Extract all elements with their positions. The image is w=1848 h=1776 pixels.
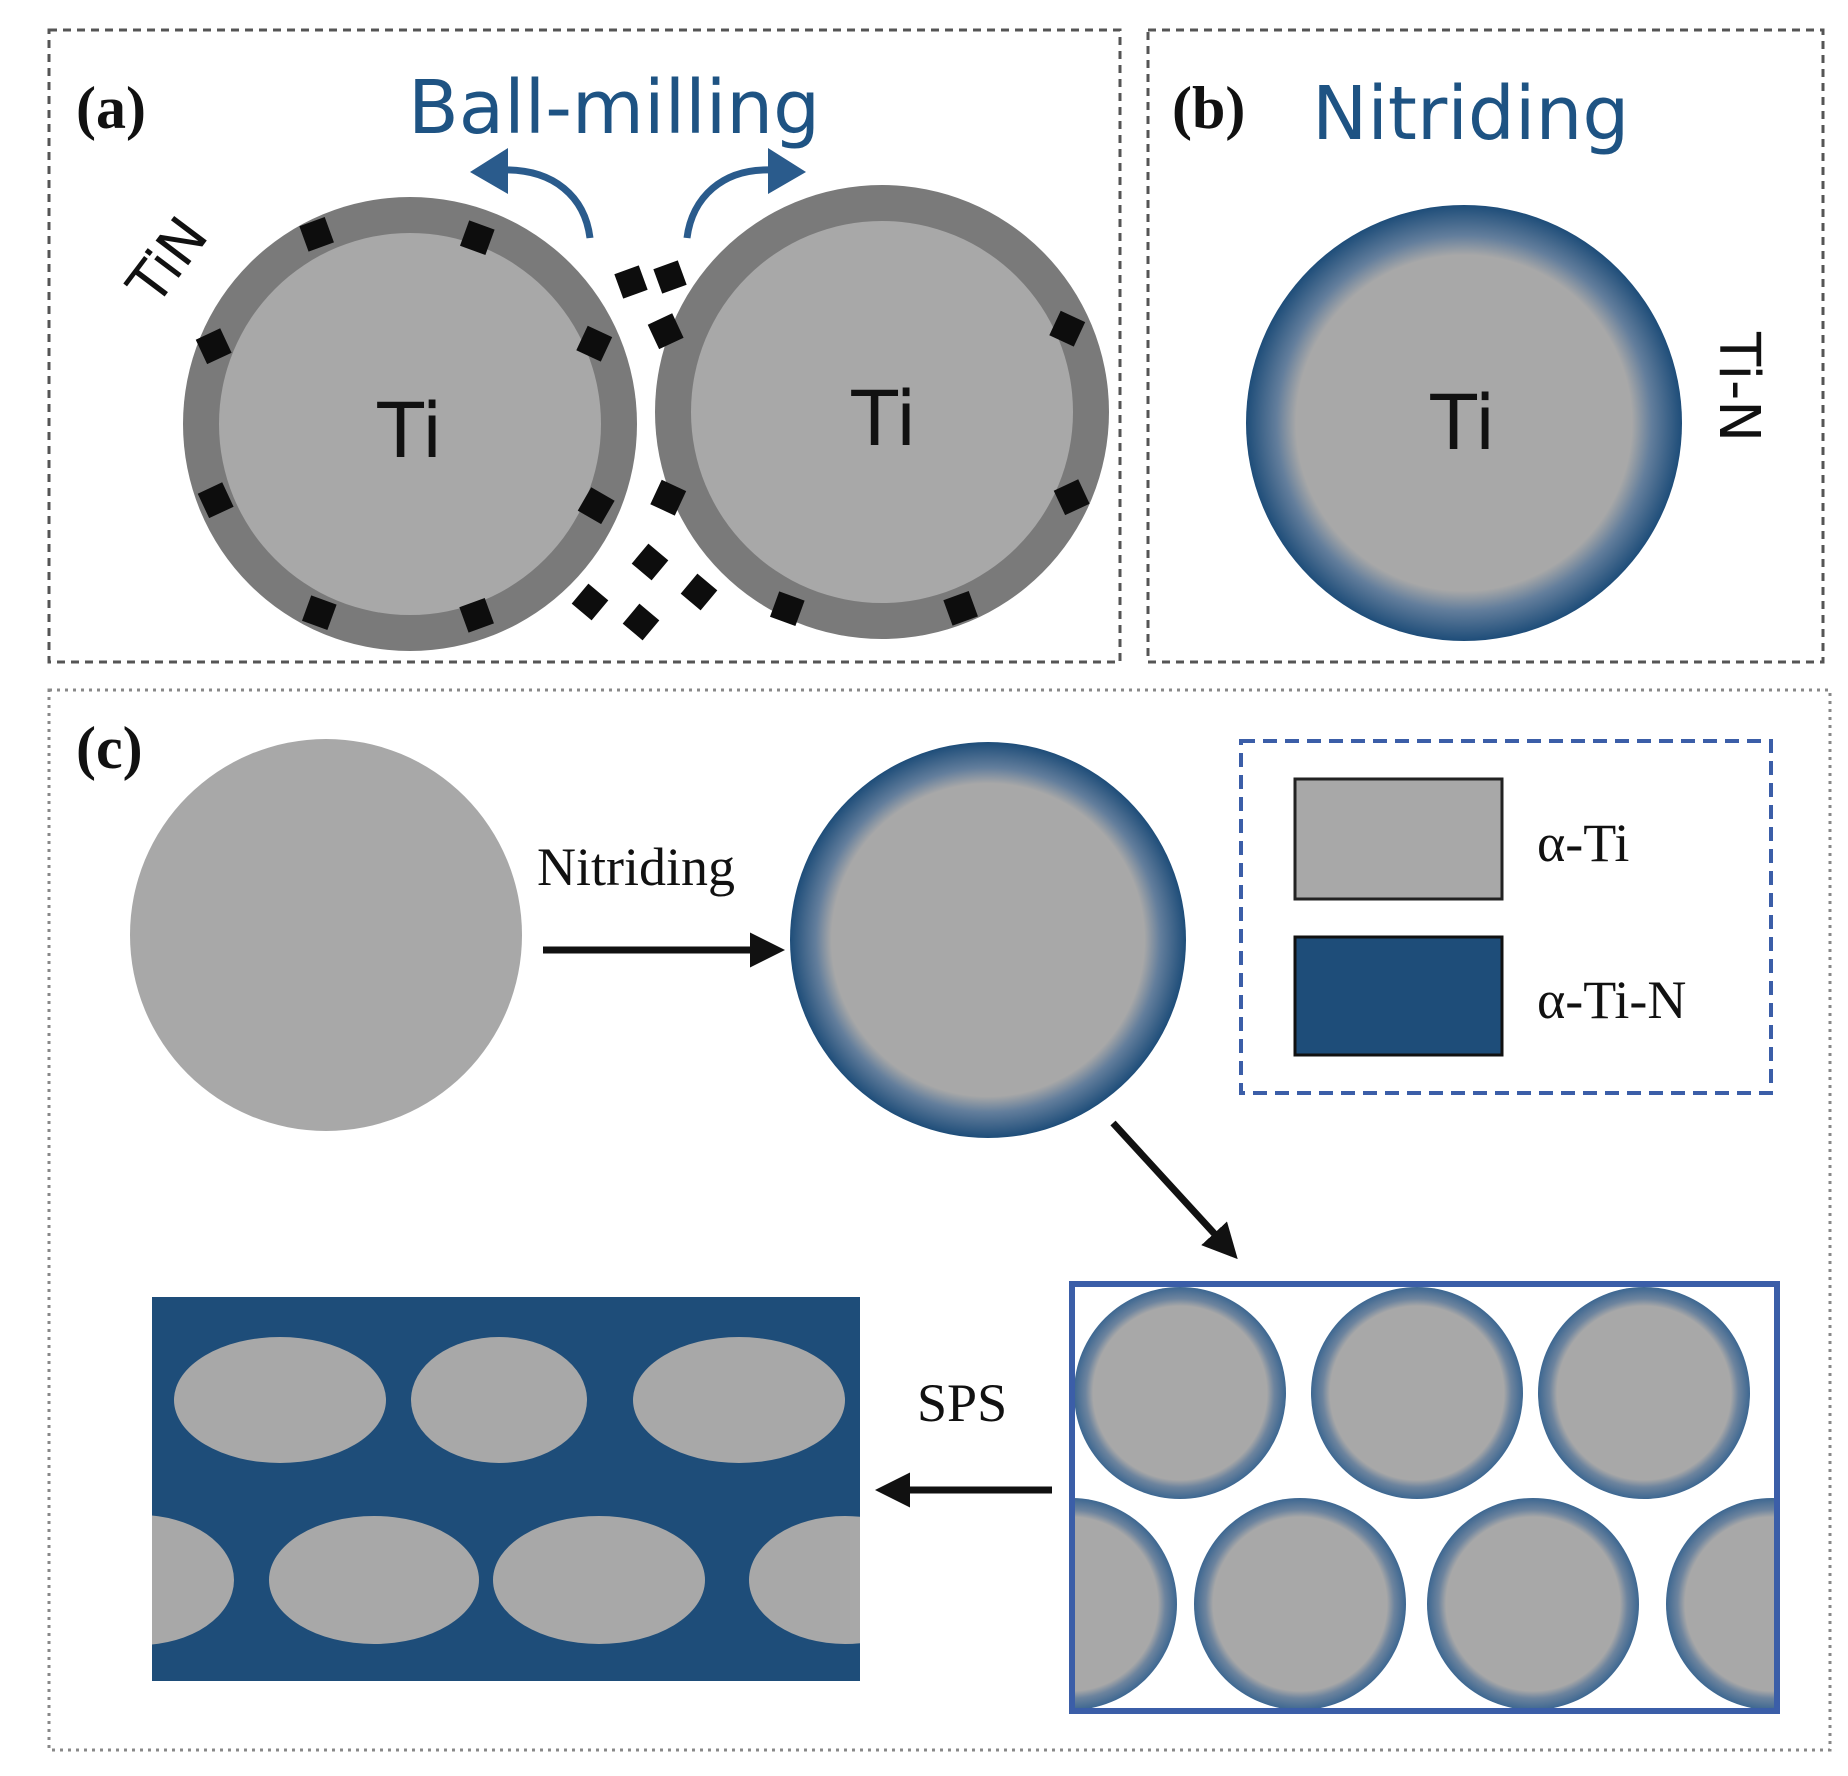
panel-a-frame [47,28,1122,664]
alpha-ti-grain [633,1337,845,1463]
packed-particle [1666,1498,1777,1710]
nitriding-title: Nitriding [1312,71,1629,157]
tin-particle [650,479,687,516]
ti-core-right [691,221,1073,603]
tin-particle [299,216,334,252]
tin-particle [459,597,494,633]
sps-step-label: SPS [917,1373,1007,1433]
tin-particle [577,487,615,525]
ball-milling-arrow-right [683,166,773,239]
tin-particle [653,260,687,294]
tin-particle [459,220,495,255]
tin-particles-left [195,216,615,633]
ti-particle-left: Ti [183,197,637,651]
alpha-ti-grain [174,1337,386,1463]
tin-particle [769,591,805,626]
tin-coating-label: TiN [115,205,222,317]
tin-particle [1049,310,1086,347]
tin-particles-right [647,310,1090,626]
legend-frame [1239,739,1773,1095]
panel-b-frame [1146,28,1825,664]
alpha-ti-grain [269,1516,479,1644]
ball-milling-arrow-left-head [470,148,508,194]
legend-label-alpha-ti: α-Ti [1537,813,1629,873]
ball-milling-arrow-right-head [768,148,806,194]
raw-ti-particle [130,739,522,1131]
legend-swatch-alpha-ti [1293,777,1504,901]
ti-particle-right: Ti [647,185,1109,639]
packing-arrow [1110,1120,1238,1260]
tin-particle [197,482,234,519]
alpha-ti-grain [493,1516,705,1644]
nitrided-ti-core-label: Ti [1429,378,1495,467]
packed-particle [1538,1287,1750,1499]
ball-milling-title: Ball-milling [408,65,820,151]
packed-particle [1194,1498,1406,1710]
ball-milling-arrow-left [499,166,594,239]
sintered-microstructure [152,1297,860,1681]
legend-label-alpha-ti-n: α-Ti-N [1537,970,1686,1030]
panel-c-frame [47,688,1832,1752]
ti-core-right-label: Ti [850,374,916,463]
ti-n-layer-label: Ti-N [1706,331,1771,442]
packed-particle [1072,1498,1177,1710]
tin-particle [1053,479,1090,516]
nitrided-ti-particle [1246,205,1682,641]
tin-particle [195,328,232,365]
packed-particle [1074,1287,1286,1499]
tin-particle [943,590,978,626]
panel-b-label: (b) [1172,75,1245,141]
tin-particle [614,265,648,299]
nitriding-step-label: Nitriding [537,837,735,897]
legend-swatch-alpha-ti-n [1293,935,1504,1057]
tin-particle [622,603,660,641]
packed-powder-frame [1069,1281,1780,1714]
legend: α-Ti α-Ti-N [1239,739,1773,1095]
nitrided-particle [790,742,1186,1138]
tin-particle [301,595,337,630]
packed-powder [1069,1281,1780,1714]
alpha-ti-grain [152,1515,234,1645]
panel-c: (c) Nitriding α-Ti α-Ti-N [47,688,1832,1752]
tin-particle [571,583,609,621]
panel-a-label: (a) [76,75,146,141]
tin-particle [647,313,684,350]
tin-particle [576,325,613,362]
detached-tin-particles [571,260,718,641]
panel-c-label: (c) [76,715,143,781]
packed-particle [1427,1498,1639,1710]
ti-core-left-label: Ti [376,386,442,475]
ti-core-left [219,233,601,615]
panel-a: (a) Ball-milling TiN Ti [47,28,1122,664]
panel-b: (b) Nitriding Ti Ti-N [1146,28,1825,664]
alpha-ti-grain [411,1337,587,1463]
packed-particle [1311,1287,1523,1499]
tin-particle [680,573,718,611]
tin-particle [631,543,669,581]
alpha-ti-grain [749,1516,860,1644]
